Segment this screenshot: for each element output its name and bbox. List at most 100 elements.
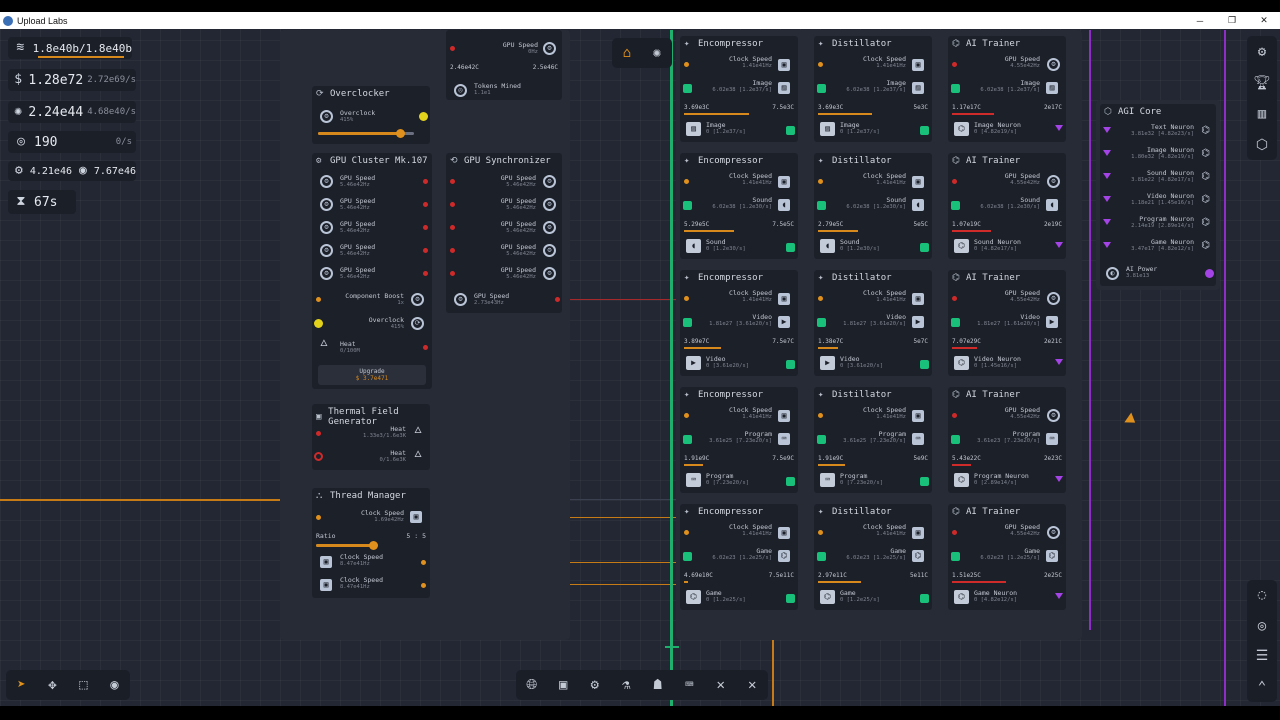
data-input-port[interactable] (817, 552, 826, 561)
speed-input-port[interactable] (950, 177, 959, 186)
gpu-output-port[interactable] (421, 246, 430, 255)
input-port[interactable] (314, 295, 323, 304)
speed-input-port[interactable] (682, 294, 691, 303)
speed-input-port[interactable] (950, 294, 959, 303)
speed-input-port[interactable] (816, 60, 825, 69)
neuron-input-port[interactable] (1103, 173, 1111, 179)
atom-icon[interactable]: ✺ (652, 45, 662, 61)
data-input-port[interactable] (683, 552, 692, 561)
neuron-input-port[interactable] (1103, 150, 1111, 156)
data-output-port[interactable] (920, 243, 929, 252)
gpu-input-port[interactable] (448, 223, 457, 232)
speed-input-port[interactable] (816, 294, 825, 303)
clock-output-port-2[interactable] (419, 581, 428, 590)
flask-icon[interactable]: ⚗ (622, 677, 631, 693)
neuron-input-port[interactable] (1103, 196, 1111, 202)
minimize-button[interactable]: ─ (1196, 15, 1204, 26)
neuron-input-port[interactable] (1103, 127, 1111, 133)
speed-input-port[interactable] (950, 411, 959, 420)
speed-input-port[interactable] (682, 411, 691, 420)
neuron-output-port[interactable] (1055, 359, 1063, 365)
data-input-port[interactable] (817, 435, 826, 444)
data-input-port[interactable] (683, 84, 692, 93)
data-input-port[interactable] (683, 201, 692, 210)
data-input-port[interactable] (817, 84, 826, 93)
input-port[interactable] (448, 44, 457, 53)
data-output-port[interactable] (786, 243, 795, 252)
data-output-port[interactable] (920, 594, 929, 603)
gpu-output-port[interactable] (421, 223, 430, 232)
neuron-input-port[interactable] (1103, 242, 1111, 248)
data-input-port[interactable] (817, 201, 826, 210)
gpu-input-port[interactable] (448, 200, 457, 209)
chip-icon[interactable]: ▣ (559, 677, 568, 693)
speed-input-port[interactable] (816, 528, 825, 537)
list-icon[interactable]: ☰ (1255, 648, 1269, 665)
data-input-port[interactable] (951, 84, 960, 93)
speed-input-port[interactable] (816, 411, 825, 420)
gpu-icon[interactable]: ⚙ (590, 677, 599, 693)
gpu-output-port[interactable] (421, 177, 430, 186)
ai-power-output-port[interactable] (1205, 269, 1214, 278)
chevron-up-icon[interactable]: ⌃ (1257, 678, 1267, 695)
gpu-output-port[interactable] (421, 200, 430, 209)
globe-icon[interactable]: 🌐︎ (526, 677, 538, 693)
close-window-button[interactable]: ✕ (1260, 15, 1268, 25)
move-tool-icon[interactable]: ✥ (48, 677, 57, 693)
speed-input-port[interactable] (682, 177, 691, 186)
hexagon-icon[interactable]: ⬡ (1255, 136, 1269, 153)
tools-icon[interactable]: ✕ (716, 677, 725, 693)
speed-input-port[interactable] (816, 177, 825, 186)
overclock-input-port[interactable] (314, 319, 323, 328)
upgrade-button[interactable]: Upgrade$ 3.7e471 (318, 365, 426, 385)
heat-input-port[interactable] (314, 429, 323, 438)
data-output-port[interactable] (786, 477, 795, 486)
data-output-port[interactable] (920, 126, 929, 135)
clock-input-port[interactable] (314, 513, 323, 522)
speed-input-port[interactable] (682, 60, 691, 69)
gpu-input-port[interactable] (448, 269, 457, 278)
speed-input-port[interactable] (950, 60, 959, 69)
data-input-port[interactable] (817, 318, 826, 327)
gpu-input-port[interactable] (448, 246, 457, 255)
output-port[interactable] (419, 112, 428, 121)
data-input-port[interactable] (951, 435, 960, 444)
close-icon[interactable]: ✕ (748, 677, 757, 693)
data-input-port[interactable] (951, 318, 960, 327)
speed-input-port[interactable] (950, 528, 959, 537)
gpu-output-port[interactable] (421, 269, 430, 278)
code-icon[interactable]: ⌨ (685, 677, 694, 693)
heat-input-port-2[interactable] (314, 452, 323, 461)
circle-tool-icon[interactable]: ◉ (110, 677, 119, 693)
data-input-port[interactable] (951, 201, 960, 210)
output-port[interactable] (553, 295, 562, 304)
book-icon[interactable]: ▥ (1257, 105, 1267, 122)
trophy-icon[interactable]: 🏆︎ (1253, 74, 1271, 91)
neuron-output-port[interactable] (1055, 593, 1063, 599)
data-output-port[interactable] (920, 360, 929, 369)
data-output-port[interactable] (920, 477, 929, 486)
data-input-port[interactable] (683, 318, 692, 327)
ratio-slider-knob[interactable] (369, 541, 378, 550)
neuron-input-port[interactable] (1103, 219, 1111, 225)
